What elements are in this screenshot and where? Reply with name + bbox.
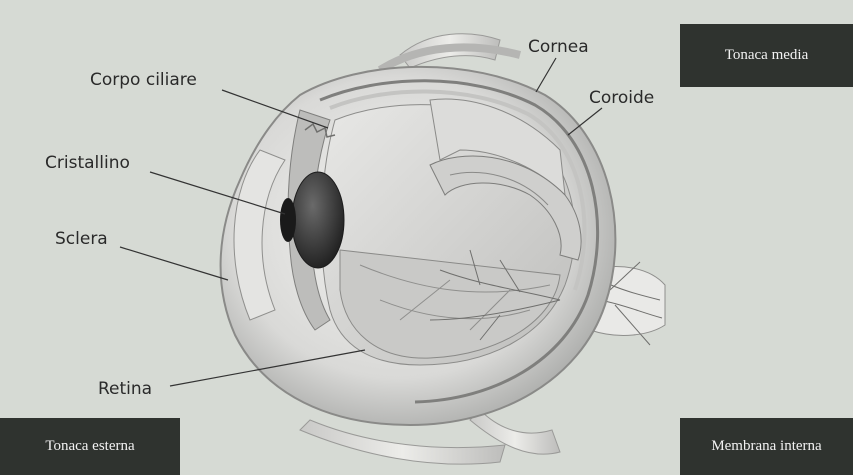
label-cornea: Cornea — [528, 37, 589, 57]
box-tonaca-esterna: Tonaca esterna — [0, 418, 180, 475]
lens — [292, 172, 344, 268]
box-membrana-interna: Membrana interna — [680, 418, 853, 475]
box-tonaca-media: Tonaca media — [680, 24, 853, 87]
label-cristallino: Cristallino — [45, 153, 130, 173]
label-retina: Retina — [98, 379, 152, 399]
label-coroide: Coroide — [589, 88, 654, 108]
muscle-bottom-1 — [300, 420, 505, 464]
label-corpo-ciliare: Corpo ciliare — [90, 70, 197, 90]
label-sclera: Sclera — [55, 229, 108, 249]
